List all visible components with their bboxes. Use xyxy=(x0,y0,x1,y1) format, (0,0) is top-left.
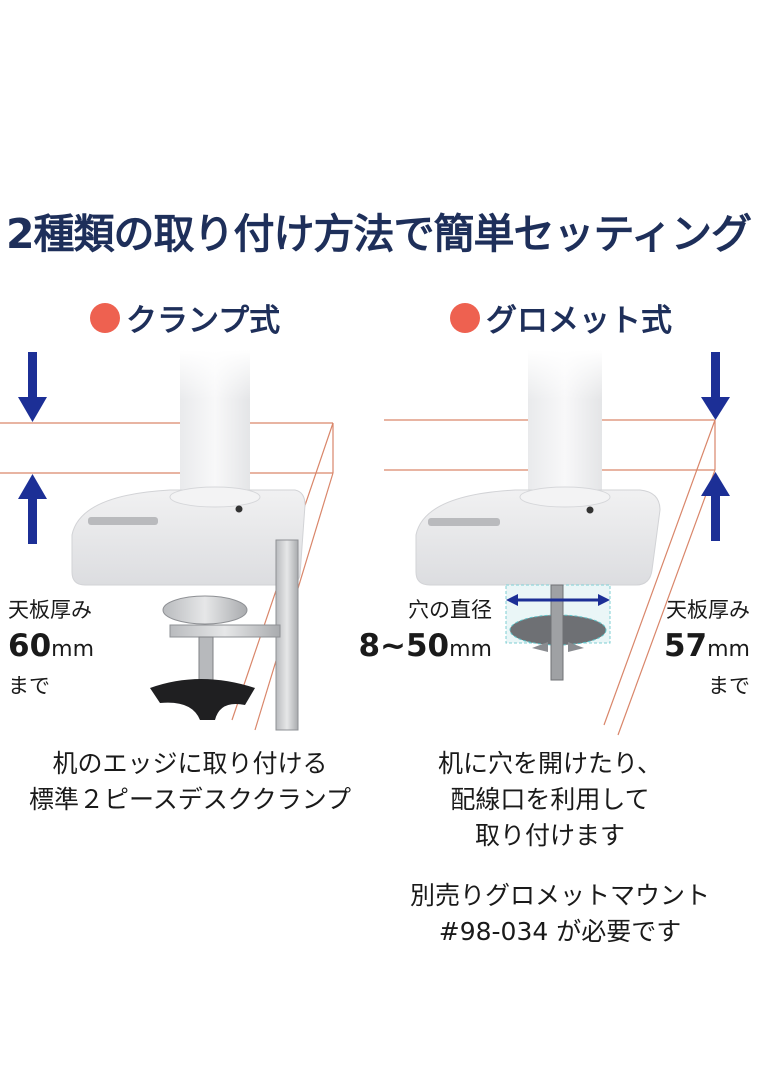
spec-label: 天板厚み xyxy=(666,598,750,622)
section-heading-grommet: グロメット式 xyxy=(450,295,672,340)
spec-value: 60 xyxy=(8,628,52,664)
description-line: 標準２ピースデスククランプ xyxy=(28,785,351,814)
spec-value: 57 xyxy=(663,628,708,664)
description-line: 机のエッジに取り付ける xyxy=(52,749,328,778)
arrow-up-icon xyxy=(18,474,47,544)
note-line: 別売りグロメットマウント xyxy=(409,881,710,910)
spec-unit: mm xyxy=(51,637,95,662)
grommet-thickness-spec: 天板厚み 57mm まで xyxy=(620,592,750,704)
section-heading-clamp: クランプ式 xyxy=(90,295,280,340)
bullet-dot-icon xyxy=(450,302,480,333)
grommet-mount-image xyxy=(384,350,730,736)
bullet-dot-icon xyxy=(90,302,120,333)
arrow-down-icon xyxy=(18,352,47,422)
clamp-thickness-spec: 天板厚み 60mm まで xyxy=(8,592,94,704)
clamp-description: 机のエッジに取り付ける 標準２ピースデスククランプ xyxy=(0,746,380,818)
diameter-arrow-icon xyxy=(506,594,610,606)
spec-label: 天板厚み xyxy=(8,598,92,622)
description-line: 配線口を利用して xyxy=(450,785,650,814)
section-heading-label: グロメット式 xyxy=(486,303,672,339)
section-heading-label: クランプ式 xyxy=(126,303,281,339)
grommet-hole-spec: 穴の直径 8~50mm xyxy=(352,592,492,668)
arrow-down-icon xyxy=(701,352,730,420)
arrow-up-icon xyxy=(701,472,730,541)
page-title: 2種類の取り付け方法で簡単セッティング xyxy=(5,210,752,258)
hole-unit: mm xyxy=(449,637,492,662)
grommet-description: 机に穴を開けたり、 配線口を利用して 取り付けます xyxy=(390,746,710,854)
spec-unit: mm xyxy=(707,637,750,662)
description-line: 取り付けます xyxy=(474,821,625,850)
description-line: 机に穴を開けたり、 xyxy=(437,749,662,778)
clamp-mount-image xyxy=(0,350,334,731)
hole-value: 8~50 xyxy=(358,628,450,664)
spec-suffix: まで xyxy=(8,674,50,698)
grommet-note: 別売りグロメットマウント #98-034 が必要です xyxy=(380,878,740,950)
hole-label: 穴の直径 xyxy=(408,598,492,622)
note-line: #98-034 が必要です xyxy=(438,917,682,946)
spec-suffix: まで xyxy=(708,674,750,698)
